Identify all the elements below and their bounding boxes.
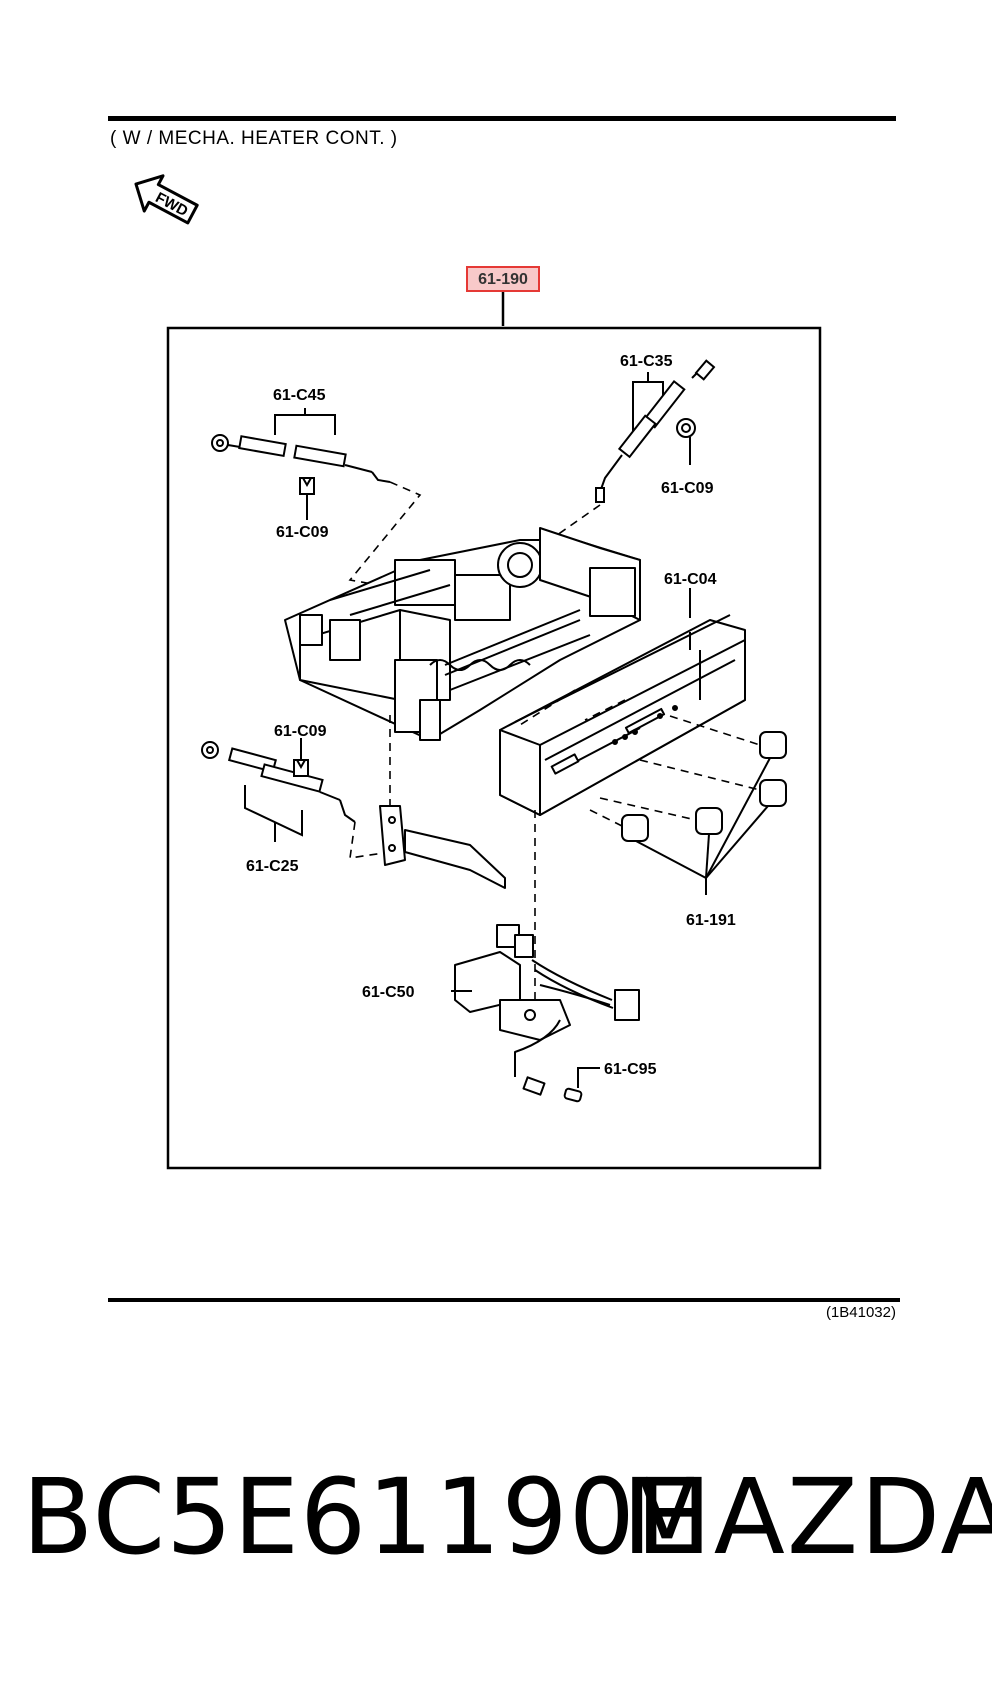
callout-c09-left[interactable]: 61-C09: [274, 723, 327, 740]
callout-c50[interactable]: 61-C50: [362, 984, 415, 1001]
clip-c09-top-left: [299, 477, 315, 520]
cable-c45: [211, 408, 391, 483]
part-number: BC5E61190E: [22, 1456, 703, 1578]
control-mechanism: [284, 527, 641, 741]
callout-c25[interactable]: 61-C25: [246, 858, 299, 875]
cable-c35: [595, 359, 716, 503]
variant-note: ( W / MECHA. HEATER CONT. ): [110, 128, 398, 149]
bracket: [379, 805, 506, 889]
image-code: (1B41032): [825, 1304, 896, 1321]
fwd-arrow-icon: FWD: [130, 170, 202, 230]
bottom-rule: [108, 1298, 900, 1302]
callout-c09-top-left[interactable]: 61-C09: [276, 524, 329, 541]
callout-knobs-191[interactable]: 61-191: [686, 912, 736, 929]
callout-c09-top-right[interactable]: 61-C09: [661, 480, 714, 497]
callout-c35[interactable]: 61-C35: [620, 353, 673, 370]
control-panel-c04: [499, 614, 746, 816]
callout-c95[interactable]: 61-C95: [604, 1061, 657, 1078]
brand-name: MAZDA: [622, 1456, 992, 1578]
bulb-c95: [563, 1087, 583, 1103]
knobs-191: [621, 731, 787, 842]
assembly-frame: [166, 326, 822, 1170]
callout-c45[interactable]: 61-C45: [273, 387, 326, 404]
parts-diagram: 61-C45 61-C09 61-C35 61-C09 61-C04 61-C0…: [166, 292, 822, 1170]
callout-c04[interactable]: 61-C04: [664, 571, 717, 588]
cable-c25: [201, 741, 356, 842]
harness-c50: [454, 924, 640, 1096]
main-assembly-callout[interactable]: 61-190: [466, 266, 540, 292]
clip-c09-left: [293, 738, 309, 777]
clip-c09-top-right: [676, 418, 696, 465]
top-rule: [108, 116, 896, 121]
